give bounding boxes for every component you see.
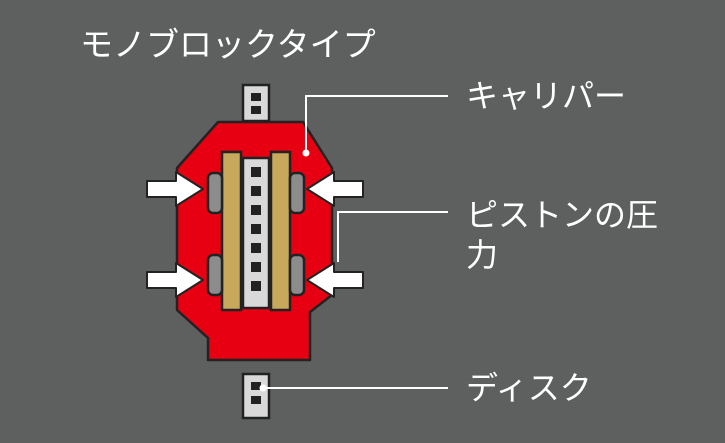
- disc-bottom: [241, 372, 271, 420]
- piston-left-bottom: [206, 253, 224, 297]
- leader-piston: [337, 211, 448, 262]
- arrow-right-icon: [146, 171, 204, 207]
- arrow-left-icon: [306, 171, 364, 207]
- label-disc: ディスク: [466, 369, 592, 407]
- brake-pad-left: [220, 150, 243, 312]
- piston-right-bottom: [288, 253, 306, 297]
- diagram-title: モノブロックタイプ: [80, 25, 376, 64]
- arrow-left-icon: [306, 262, 364, 298]
- label-piston-pressure: ピストンの圧力: [466, 196, 659, 274]
- piston-left-top: [206, 171, 224, 215]
- label-caliper: キャリパー: [466, 77, 627, 115]
- brake-pad-right: [269, 150, 292, 312]
- disc-top: [241, 83, 271, 123]
- disc-center: [241, 156, 271, 310]
- arrow-right-icon: [146, 262, 204, 298]
- piston-right-top: [288, 171, 306, 215]
- leader-disc: [259, 384, 448, 392]
- leader-caliper: [302, 95, 448, 157]
